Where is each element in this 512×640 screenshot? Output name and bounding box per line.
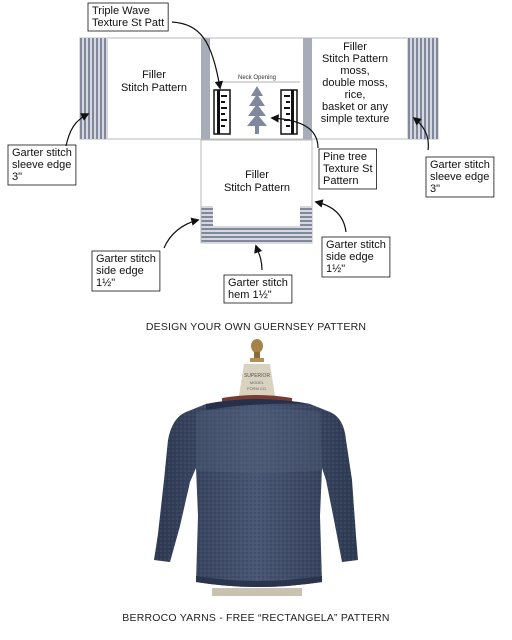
form-neck <box>238 364 276 402</box>
pine-tree-panel <box>247 86 267 134</box>
label-line: simple texture <box>321 113 389 125</box>
label-box <box>91 250 161 292</box>
label-box <box>223 274 293 304</box>
label-line: Filler <box>343 41 367 53</box>
label-line: Garter stitch <box>430 159 490 171</box>
arrow-pine-tree <box>270 114 319 149</box>
side-edge-right <box>300 206 312 243</box>
arrow-sleeve-right <box>412 116 429 151</box>
label-line: Texture St <box>323 163 373 175</box>
form-finial <box>250 339 264 362</box>
label-box <box>425 156 495 198</box>
side-strip-right <box>303 38 312 139</box>
label-line: sleeve edge <box>12 159 71 171</box>
photo-caption: BERROCO YARNS - FREE “RECTANGELA” PATTER… <box>122 612 390 624</box>
label-line: Filler <box>142 69 166 81</box>
label-line: Stitch Pattern <box>121 82 187 94</box>
arrow-hem <box>254 244 263 271</box>
label-line: Texture St Patt <box>92 17 164 29</box>
label-line: Pine tree <box>323 151 367 163</box>
label-line: hem 1½" <box>228 289 272 301</box>
label-line: side edge <box>96 265 144 277</box>
label-box <box>321 236 391 278</box>
form-label-2: MODEL <box>250 380 265 385</box>
label-line: Garter stitch <box>96 253 156 265</box>
label-box <box>87 2 169 32</box>
label-line: Stitch Pattern <box>322 53 388 65</box>
sweater-neckline <box>206 399 310 410</box>
form-base <box>212 588 302 596</box>
label-line: 1½" <box>326 263 345 275</box>
label-line: 1½" <box>96 277 115 289</box>
arrow-side-right <box>314 199 347 233</box>
label-line: rice, <box>345 89 366 101</box>
triple-wave-panel-right <box>280 89 298 135</box>
hem-edge <box>201 226 312 243</box>
label-line: Pattern <box>323 175 358 187</box>
label-line: Garter stitch <box>12 147 72 159</box>
label-line: Filler <box>245 169 269 181</box>
neck-opening-label: Neck Opening <box>238 75 276 81</box>
sleeve-edge-left <box>80 38 108 139</box>
label-line: 3" <box>430 183 440 195</box>
arrow-triple-wave <box>171 21 224 90</box>
label-line: Garter stitch <box>228 277 288 289</box>
label-line: double moss, <box>322 77 387 89</box>
sleeve-edge-right <box>407 38 438 139</box>
sweater-hem <box>196 576 322 587</box>
form-label-3: FORM CO. <box>247 386 267 391</box>
diagram-caption: DESIGN YOUR OWN GUERNSEY PATTERN <box>145 321 367 333</box>
form-label-1: SUPERIOR <box>244 373 271 379</box>
label-line: Garter stitch <box>326 239 386 251</box>
triple-wave-panel-left <box>213 89 231 135</box>
arrows <box>65 21 429 271</box>
label-line: Stitch Pattern <box>224 182 290 194</box>
sweater-yoke <box>196 408 322 473</box>
label-line: 3" <box>12 171 22 183</box>
label-line: basket or any <box>322 101 389 113</box>
side-edge-left <box>201 206 213 243</box>
arrow-sleeve-left <box>65 113 90 147</box>
label-line: moss, <box>340 65 369 77</box>
label-line: sleeve edge <box>430 171 489 183</box>
arrow-side-left <box>163 217 200 249</box>
label-line: Triple Wave <box>92 5 150 17</box>
side-strip-left <box>201 38 210 139</box>
sweater-photo: SUPERIOR MODEL FORM CO. <box>154 339 358 596</box>
label-box <box>7 144 77 186</box>
label-box <box>318 148 377 190</box>
label-line: side edge <box>326 251 374 263</box>
